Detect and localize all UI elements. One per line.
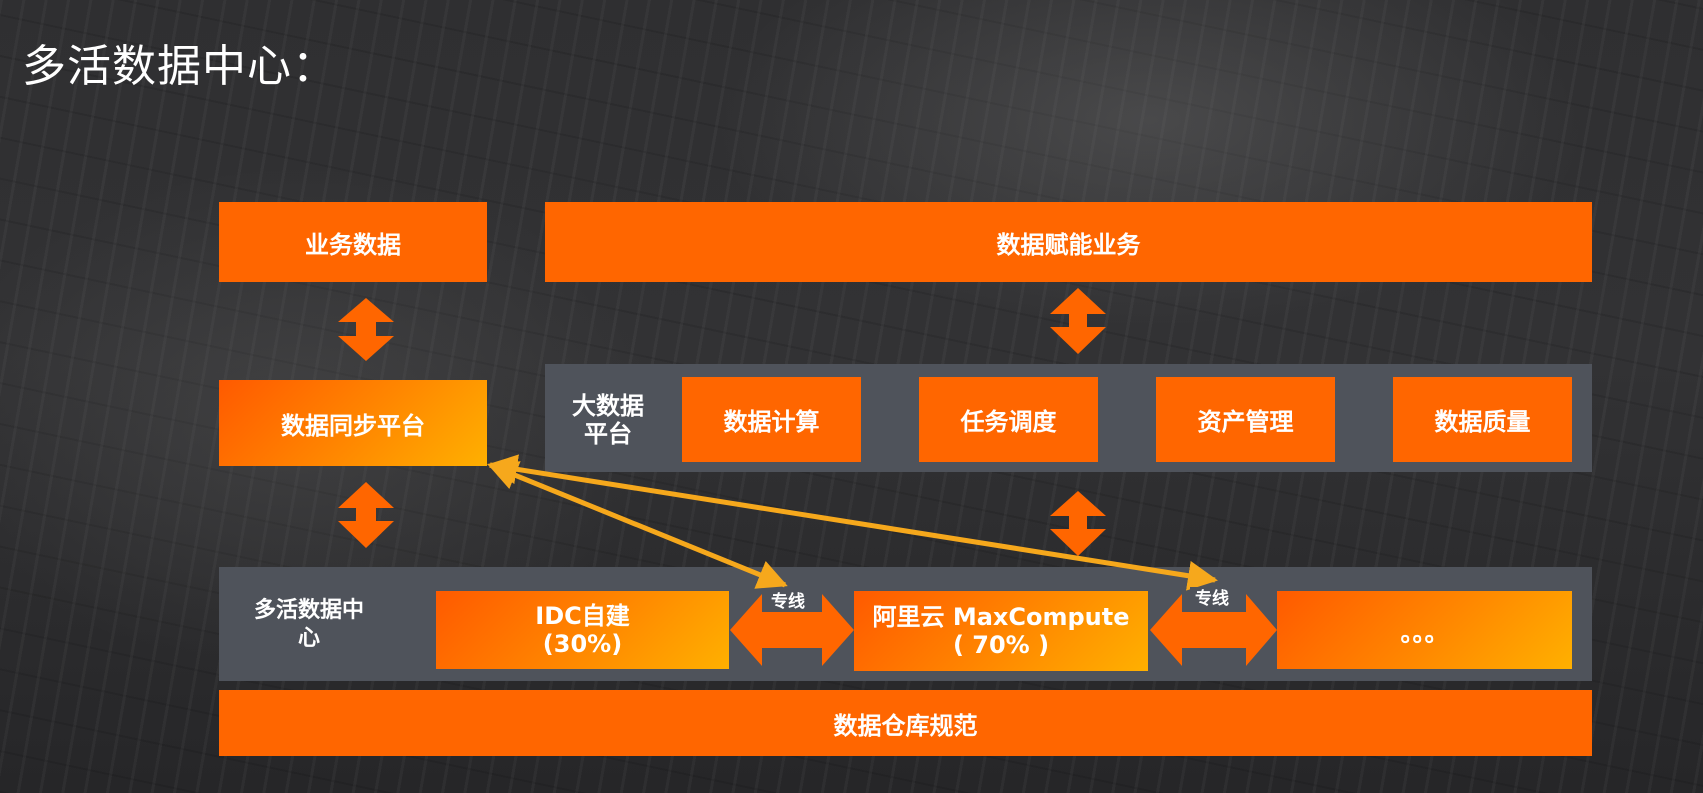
multi-active-dc-label: 多活数据中 心 [236, 597, 382, 653]
connector-line-to-idc [487, 461, 788, 589]
data-empower-business-label: 数据赋能业务 [996, 230, 1141, 259]
dedicated-line-label: 专线 [771, 591, 805, 612]
module-label: 数据计算 [723, 408, 820, 436]
page-title: 多活数据中心： [22, 41, 337, 92]
double-arrow-horizontal [730, 594, 854, 666]
module-label: 数据质量 [1434, 408, 1531, 436]
data-sync-platform-label: 数据同步平台 [281, 411, 425, 440]
module-data-compute: 数据计算 [682, 377, 861, 462]
big-data-platform-label-line2: 平台 [584, 420, 632, 448]
double-arrow-vertical [338, 482, 394, 548]
others-label: 。。。 [1400, 618, 1449, 647]
others-box: 。。。 [1277, 591, 1572, 669]
data-warehouse-spec-box: 数据仓库规范 [219, 690, 1592, 756]
module-task-scheduling: 任务调度 [919, 377, 1098, 462]
double-arrow-vertical [1050, 288, 1106, 354]
multi-active-dc-label-line2: 心 [297, 626, 320, 651]
idc-line1: IDC自建 [535, 602, 630, 630]
dedicated-line-tag-bg [766, 590, 810, 612]
dedicated-line-label: 专线 [1195, 588, 1229, 609]
module-label: 资产管理 [1197, 408, 1294, 436]
business-data-box: 业务数据 [219, 202, 487, 282]
idc-self-built-box: IDC自建 (30%) [436, 591, 729, 669]
double-arrow-horizontal [1150, 594, 1277, 666]
double-arrow-vertical [1050, 491, 1106, 556]
idc-line2: (30%) [542, 630, 623, 658]
data-sync-platform-box: 数据同步平台 [219, 380, 487, 466]
double-arrow-vertical [338, 298, 394, 361]
aliyun-maxcompute-box: 阿里云 MaxCompute ( 70% ) [854, 591, 1148, 671]
module-label: 任务调度 [960, 408, 1057, 436]
module-data-quality: 数据质量 [1393, 377, 1572, 462]
aliyun-line1: 阿里云 MaxCompute [872, 603, 1130, 631]
big-data-platform-label: 大数据 平台 [560, 392, 656, 448]
data-warehouse-spec-label: 数据仓库规范 [833, 711, 978, 740]
aliyun-line2: ( 70% ) [952, 631, 1050, 659]
business-data-label: 业务数据 [305, 230, 401, 259]
connector-line-to-aliyun [487, 454, 1218, 591]
big-data-platform-label-line1: 大数据 [572, 392, 644, 420]
dedicated-line-tag-bg [1190, 587, 1234, 609]
data-empower-business-box: 数据赋能业务 [545, 202, 1592, 282]
multi-active-dc-label-line1: 多活数据中 [253, 598, 364, 623]
module-asset-management: 资产管理 [1156, 377, 1335, 462]
